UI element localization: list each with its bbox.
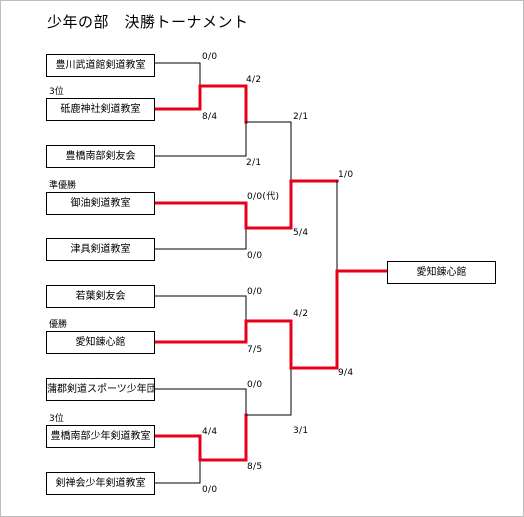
match-score: 2/1	[293, 112, 309, 122]
team-box: 豊橋南部少年剣道教室	[46, 425, 155, 448]
team-box: 豊川武道館剣道教室	[46, 54, 155, 77]
match-score: 0/0	[247, 380, 263, 390]
match-score: 0/0(代)	[247, 192, 280, 202]
match-score: 8/4	[202, 112, 218, 122]
match-score: 4/2	[246, 75, 262, 85]
match-score: 4/4	[202, 427, 218, 437]
match-score: 9/4	[338, 368, 354, 378]
match-score: 7/5	[247, 345, 263, 355]
match-score: 8/5	[247, 462, 263, 472]
place-label: 準優勝	[49, 181, 77, 191]
match-score: 2/1	[246, 158, 262, 168]
match-score: 3/1	[293, 426, 309, 436]
place-label: 3位	[49, 87, 64, 97]
match-score: 1/0	[338, 170, 354, 180]
team-box: 若葉剣友会	[46, 285, 155, 308]
team-box: 津具剣道教室	[46, 238, 155, 261]
match-score: 4/2	[293, 309, 309, 319]
match-score: 0/0	[247, 251, 263, 261]
team-box: 豊橋南部剣友会	[46, 145, 155, 168]
team-box: 御油剣道教室	[46, 192, 155, 215]
match-score: 0/0	[202, 485, 218, 495]
team-box: 蒲郡剣道スポーツ少年団	[46, 378, 155, 401]
match-score: 0/0	[247, 287, 263, 297]
champion-box: 愛知錬心館	[387, 261, 496, 284]
team-box: 砥鹿神社剣道教室	[46, 98, 155, 121]
match-score: 5/4	[293, 228, 309, 238]
team-box: 剣禅会少年剣道教室	[46, 472, 155, 495]
match-score: 0/0	[202, 52, 218, 62]
page-title: 少年の部 決勝トーナメント	[47, 13, 249, 31]
team-box: 愛知錬心館	[46, 331, 155, 354]
place-label: 3位	[49, 414, 64, 424]
place-label: 優勝	[49, 320, 68, 330]
